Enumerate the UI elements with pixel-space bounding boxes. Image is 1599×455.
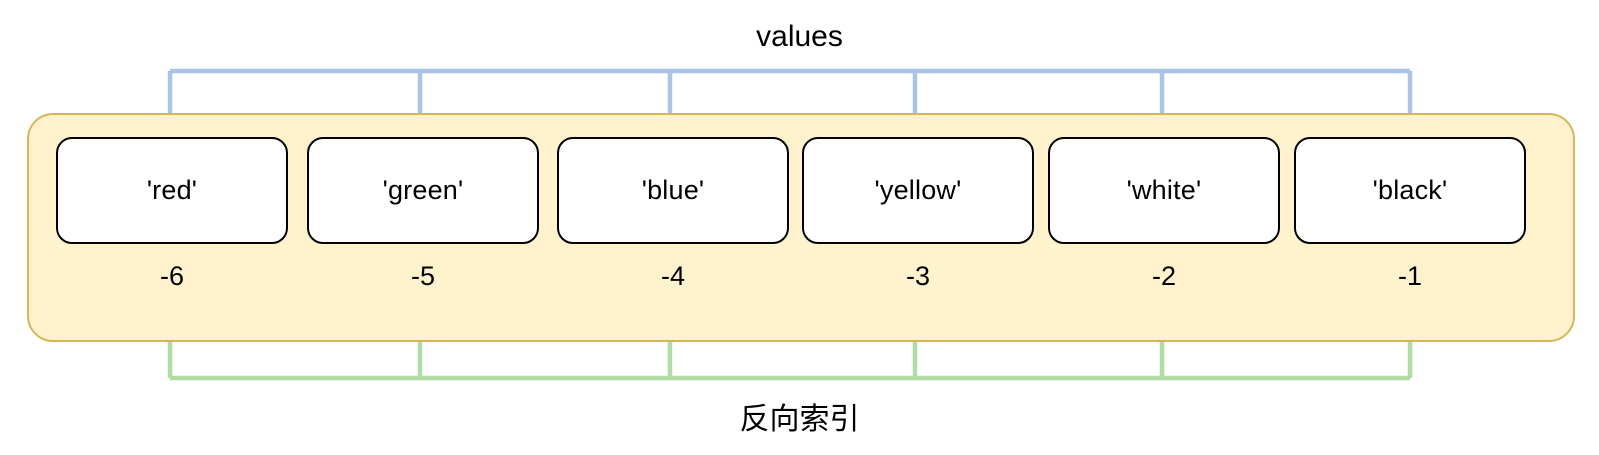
negative-index-label: -1 (1397, 261, 1422, 291)
negative-index-label: -3 (905, 261, 930, 291)
negative-index-label: -4 (660, 261, 685, 291)
list-item[interactable]: 'yellow' (802, 137, 1034, 244)
list-item-value: 'white' (1126, 175, 1202, 205)
list-item-value: 'yellow' (874, 175, 962, 205)
negative-index-label: -2 (1151, 261, 1176, 291)
list-item-value: 'blue' (641, 175, 705, 205)
list-item-value: 'green' (382, 175, 464, 205)
list-item-value: 'red' (146, 175, 198, 205)
list-item[interactable]: 'red' (56, 137, 288, 244)
reverse-index-caption: 反向索引 (739, 403, 860, 436)
list-item[interactable]: 'green' (307, 137, 539, 244)
negative-index-label: -6 (159, 261, 184, 291)
list-item[interactable]: 'white' (1048, 137, 1280, 244)
list-item-value: 'black' (1372, 175, 1448, 205)
values-caption: values (756, 20, 843, 53)
negative-index-label: -5 (410, 261, 435, 291)
list-item[interactable]: 'black' (1294, 137, 1526, 244)
list-item[interactable]: 'blue' (557, 137, 789, 244)
